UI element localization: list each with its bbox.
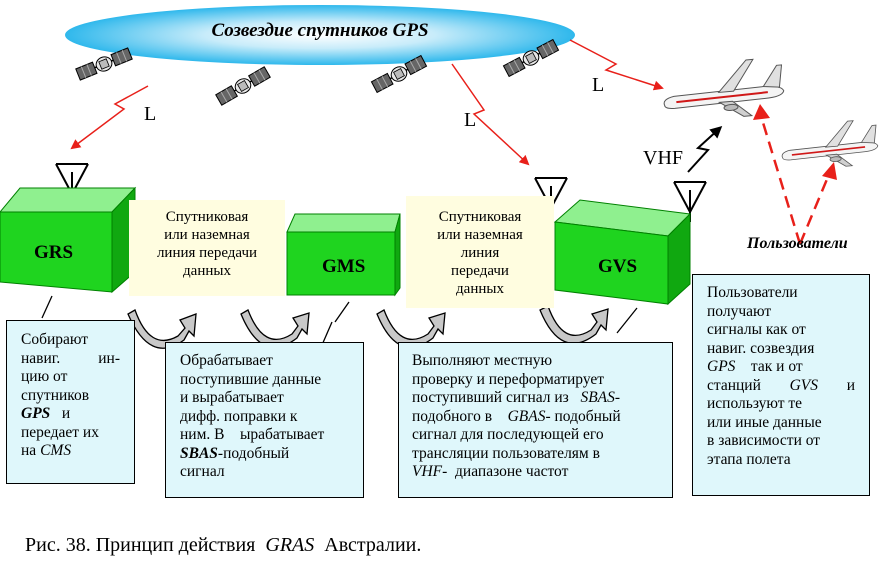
datalink-label-left: Спутниковая или наземная линия передачи …	[129, 200, 285, 296]
l-band-link-left	[70, 85, 149, 150]
vhf-label: VHF	[643, 147, 684, 169]
airplane-icon	[778, 117, 881, 173]
gvs-label: GVS	[598, 256, 638, 277]
vhf-link	[687, 125, 723, 173]
satellite-icon	[214, 65, 272, 107]
grs-station	[0, 186, 137, 294]
users-description-box: Пользователи получают сигналы как от нав…	[692, 274, 870, 496]
grs-description-box: Собирают навиг.ин- цию от спутников GPS …	[6, 320, 135, 484]
l-band-label-middle: L	[464, 109, 477, 131]
satellite-icon	[74, 46, 134, 82]
airplane-icon	[659, 55, 787, 125]
users-label: Пользователи	[747, 235, 848, 252]
l-band-label-left: L	[144, 103, 157, 125]
user-dashed-line	[798, 171, 832, 245]
grs-label: GRS	[34, 242, 74, 263]
pointer-lines	[41, 295, 638, 346]
l-band-link-middle	[451, 63, 530, 166]
gps-constellation-ellipse	[65, 5, 575, 65]
gvs-description-box: Выполняют местную проверку и переформати…	[398, 342, 673, 498]
figure-caption: Рис. 38. Принцип действия GRAS Австралии…	[25, 534, 422, 556]
user-arrowhead	[753, 104, 770, 120]
l-band-label-right: L	[592, 74, 605, 96]
gms-description-box: Обрабатывает поступившие данные и выраба…	[165, 342, 364, 498]
l-band-link-right	[569, 39, 664, 91]
gvs-station	[553, 199, 692, 306]
flow-arrows	[127, 305, 609, 349]
gms-station	[286, 213, 401, 297]
user-arrowhead	[822, 162, 837, 180]
gms-label: GMS	[322, 256, 366, 277]
user-dashed-line	[759, 115, 802, 245]
datalink-label-right: Спутниковая или наземная линия передачи …	[406, 196, 554, 308]
constellation-label: Созвездие спутников GPS	[211, 20, 429, 41]
